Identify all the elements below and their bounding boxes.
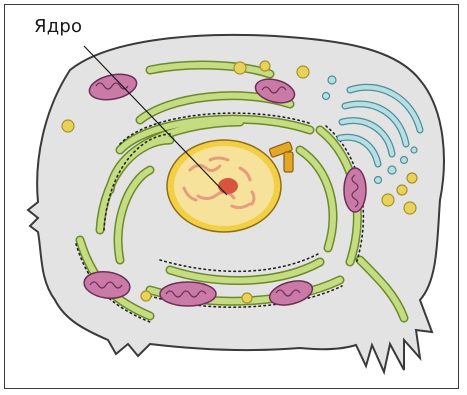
nucleolus <box>218 178 238 194</box>
nucleus <box>167 140 281 232</box>
nucleus-label: Ядро <box>34 16 82 37</box>
